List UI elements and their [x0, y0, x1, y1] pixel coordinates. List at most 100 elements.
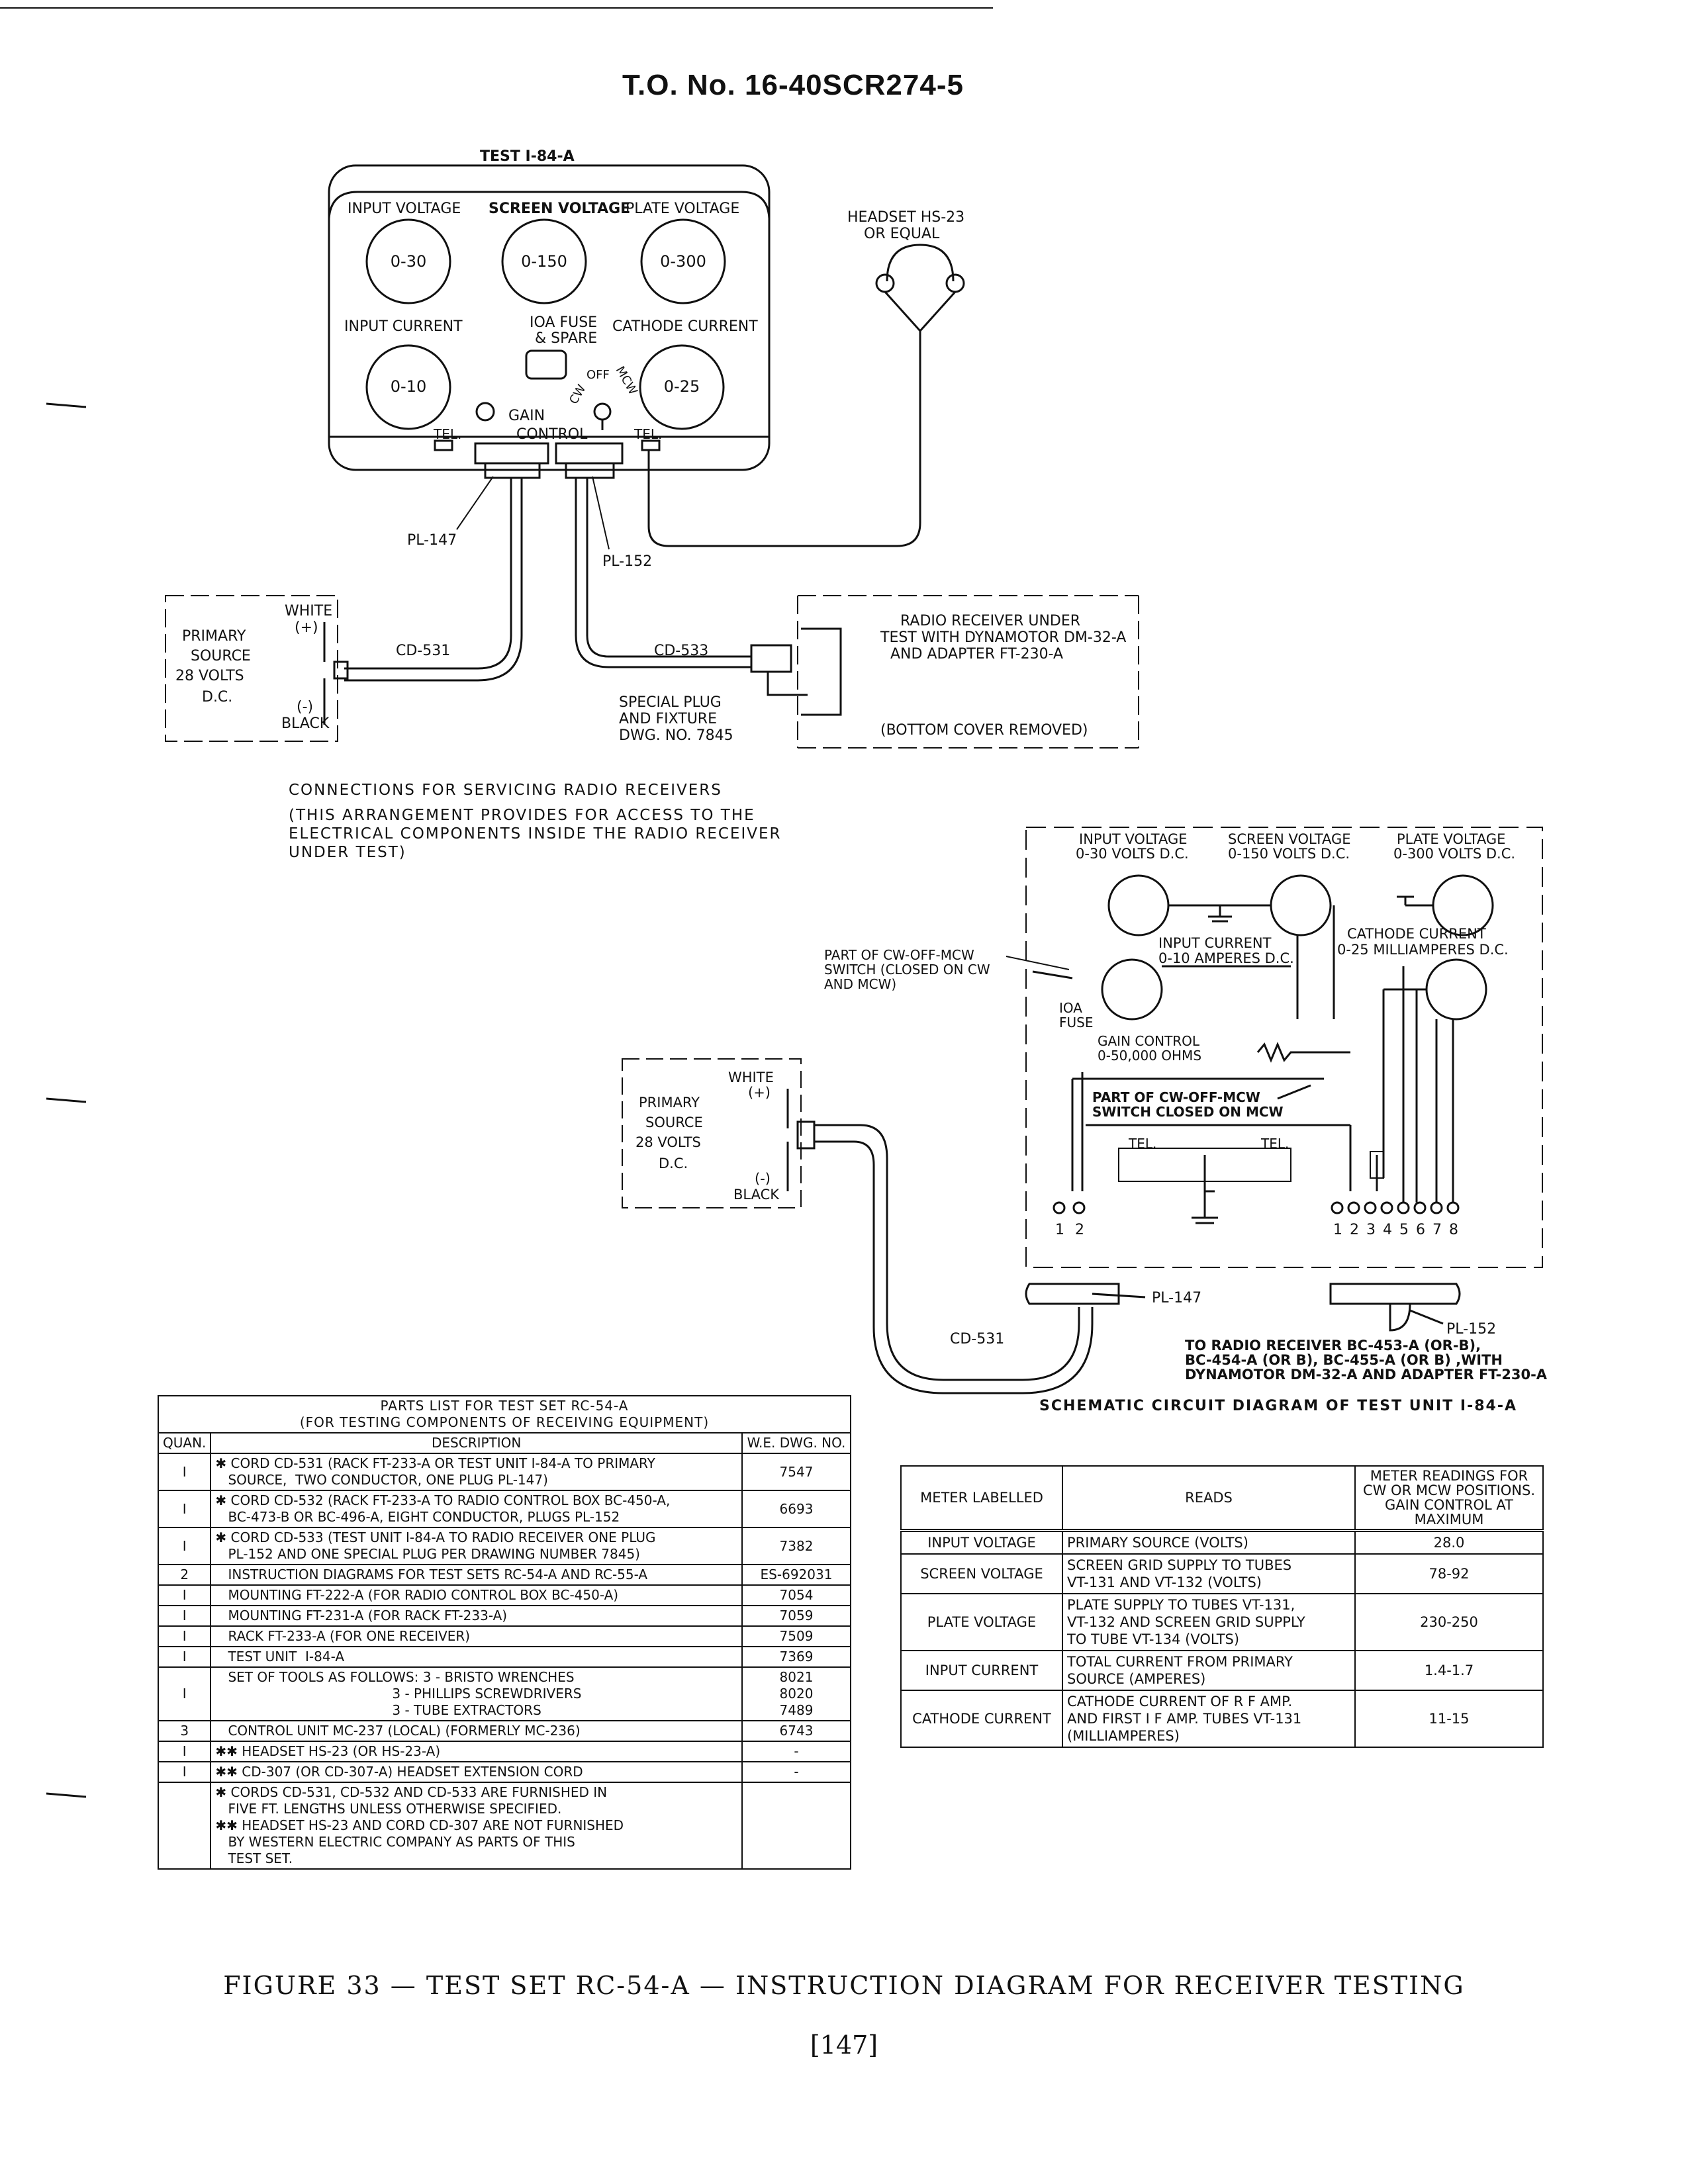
src-primary: PRIMARY [182, 628, 246, 645]
parts-quan: I [157, 1666, 212, 1721]
src-black: BLACK [281, 715, 330, 732]
label-tel-right: TEL. [633, 426, 662, 442]
label-input-voltage: INPUT VOLTAGE [348, 201, 461, 217]
label-control: CONTROL [516, 426, 588, 443]
meter-reads: TOTAL CURRENT FROM PRIMARY SOURCE (AMPER… [1062, 1650, 1356, 1691]
sch-cc1: CATHODE CURRENT [1347, 926, 1486, 942]
parts-title-row: PARTS LIST FOR TEST SET RC-54-A (FOR TES… [158, 1395, 851, 1433]
parts-dwg-no: 7369 [741, 1646, 851, 1668]
sch-gain1: GAIN CONTROL [1098, 1033, 1200, 1049]
pin-right-7: 7 [1432, 1222, 1442, 1238]
header-quan: QUAN. [157, 1432, 212, 1454]
parts-title-line1: PARTS LIST FOR TEST SET RC-54-A [380, 1398, 629, 1414]
parts-dwg-no [741, 1782, 851, 1870]
label-input-current: INPUT CURRENT [344, 318, 463, 335]
recv-line3: AND ADAPTER FT-230-A [890, 646, 1063, 662]
headset: HEADSET HS-23 OR EQUAL [647, 209, 965, 547]
parts-row: I✱ CORD CD-533 (TEST UNIT I-84-A TO RADI… [157, 1527, 851, 1565]
sch-to3: DYNAMOTOR DM-32-A AND ADAPTER FT-230-A [1185, 1367, 1548, 1383]
sch-ic1: INPUT CURRENT [1158, 935, 1272, 951]
parts-quan: I [157, 1625, 212, 1647]
plug-line1: SPECIAL PLUG [619, 694, 722, 711]
connections-caption: CONNECTIONS FOR SERVICING RADIO RECEIVER… [289, 781, 782, 862]
parts-description: TEST UNIT I-84-A [210, 1646, 743, 1668]
recv-line4: (BOTTOM COVER REMOVED) [880, 722, 1088, 739]
parts-description: ✱✱ HEADSET HS-23 (OR HS-23-A) [210, 1741, 743, 1762]
sch-sw1: PART OF CW-OFF-MCW [824, 947, 974, 963]
pin-right-5: 5 [1399, 1222, 1409, 1238]
pin-right-4: 4 [1383, 1222, 1392, 1238]
sch-pl147: PL-147 [1152, 1290, 1201, 1306]
parts-description: ✱ CORD CD-532 (RACK FT-233-A TO RADIO CO… [210, 1490, 743, 1528]
label-cw: CW [567, 383, 588, 407]
parts-dwg-no: 7509 [741, 1625, 851, 1647]
pin-left-1: 1 [1055, 1222, 1064, 1238]
parts-quan: I [157, 1741, 212, 1762]
label-cd531: CD-531 [396, 643, 450, 659]
meter-labelled: CATHODE CURRENT [900, 1690, 1063, 1748]
sch-src-volts: 28 VOLTS [635, 1134, 701, 1150]
sch-fuse2: FUSE [1059, 1015, 1093, 1030]
sch-sw2: SWITCH (CLOSED ON CW [824, 962, 990, 978]
meter-0-25: 0-25 [664, 377, 700, 396]
meter-0-300: 0-300 [660, 252, 706, 271]
parts-quan: I [157, 1527, 212, 1565]
sch-mcw1: PART OF CW-OFF-MCW [1092, 1089, 1260, 1105]
sch-iv1: INPUT VOLTAGE [1079, 831, 1188, 847]
parts-quan: I [157, 1453, 212, 1491]
receiver-under-test: SPECIAL PLUG AND FIXTURE DWG. NO. 7845 R… [619, 595, 1139, 749]
parts-list-table: PARTS LIST FOR TEST SET RC-54-A (FOR TES… [157, 1395, 851, 1870]
sch-src-dc: D.C. [659, 1156, 688, 1171]
parts-row: ✱ CORDS CD-531, CD-532 AND CD-533 ARE FU… [157, 1782, 851, 1870]
headset-line1: HEADSET HS-23 [847, 209, 964, 226]
parts-dwg-no: 6693 [741, 1490, 851, 1528]
parts-dwg-no: - [741, 1761, 851, 1783]
meter-0-150: 0-150 [521, 252, 567, 271]
parts-row: I✱✱ HEADSET HS-23 (OR HS-23-A)- [157, 1741, 851, 1762]
parts-description: RACK FT-233-A (FOR ONE RECEIVER) [210, 1625, 743, 1647]
src-dc: D.C. [202, 689, 232, 705]
connections-caption-line2: (THIS ARRANGEMENT PROVIDES FOR ACCESS TO… [289, 807, 755, 824]
figure-caption: FIGURE 33 — TEST SET RC-54-A — INSTRUCTI… [223, 1971, 1465, 2000]
sch-iv2: 0-30 VOLTS D.C. [1076, 846, 1189, 862]
header-dwg-no: W.E. DWG. NO. [741, 1432, 851, 1454]
label-screen-voltage: SCREEN VOLTAGE [489, 201, 630, 217]
plug-line2: AND FIXTURE [619, 711, 717, 727]
parts-header-row: QUAN. DESCRIPTION W.E. DWG. NO. [157, 1432, 851, 1454]
sch-gain2: 0-50,000 OHMS [1098, 1048, 1201, 1064]
headset-line2: OR EQUAL [864, 226, 940, 242]
meter-readings-table: METER LABELLED READS METER READINGS FOR … [900, 1465, 1544, 1748]
test-unit-panel: TEST I-84-A INPUT VOLTAGE SCREEN VOLTAGE… [328, 148, 771, 479]
parts-dwg-no: 7054 [741, 1584, 851, 1606]
sch-pv1: PLATE VOLTAGE [1397, 831, 1505, 847]
label-cd533: CD-533 [654, 643, 708, 659]
connections-caption-line4: UNDER TEST) [289, 844, 406, 861]
meter-reading: 1.4-1.7 [1354, 1650, 1544, 1691]
src-minus: (-) [297, 699, 313, 715]
cw-off-mcw-switch [593, 402, 612, 421]
parts-title-line2: (FOR TESTING COMPONENTS OF RECEIVING EQU… [299, 1414, 710, 1430]
parts-description: ✱ CORD CD-531 (RACK FT-233-A OR TEST UNI… [210, 1453, 743, 1491]
pin-right-3: 3 [1366, 1222, 1376, 1238]
meter-reads: PRIMARY SOURCE (VOLTS) [1062, 1529, 1356, 1555]
plug-line3: DWG. NO. 7845 [619, 727, 733, 744]
parts-row: I✱ CORD CD-532 (RACK FT-233-A TO RADIO C… [157, 1490, 851, 1528]
parts-quan: I [157, 1761, 212, 1783]
pin-right-1: 1 [1333, 1222, 1342, 1238]
label-fuse: IOA FUSE [530, 314, 597, 331]
sch-sw3: AND MCW) [824, 976, 896, 992]
src-plus: (+) [295, 619, 318, 636]
parts-quan [157, 1782, 212, 1870]
sch-cc2: 0-25 MILLIAMPERES D.C. [1337, 942, 1509, 958]
schematic-caption: SCHEMATIC CIRCUIT DIAGRAM OF TEST UNIT I… [1039, 1398, 1517, 1414]
meter-0-10: 0-10 [391, 377, 426, 396]
parts-description: SET OF TOOLS AS FOLLOWS: 3 - BRISTO WREN… [210, 1666, 743, 1721]
parts-quan: I [157, 1605, 212, 1627]
src-white: WHITE [285, 603, 332, 619]
parts-row: I SET OF TOOLS AS FOLLOWS: 3 - BRISTO WR… [157, 1666, 851, 1721]
